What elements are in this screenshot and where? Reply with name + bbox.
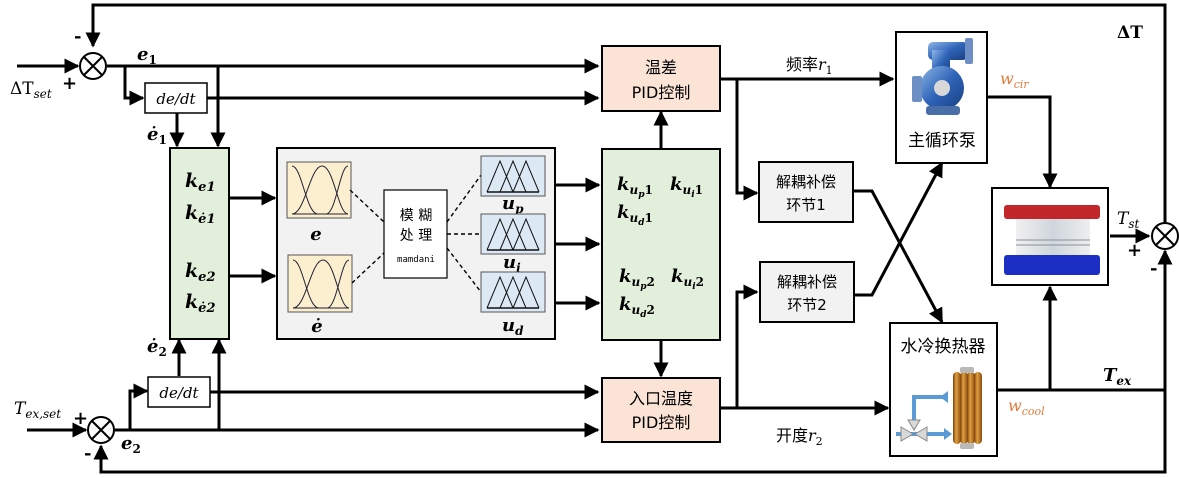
svg-text:de/dt: de/dt xyxy=(156,90,196,108)
svg-text:解耦补偿: 解耦补偿 xyxy=(777,273,837,291)
inlet-temperature-pid-block: 入口温度 PID控制 xyxy=(601,377,721,443)
signal-w-cool-label: wcool xyxy=(1008,396,1045,418)
signal-r2-label: 开度r2 xyxy=(776,426,823,448)
derivative-block-1: de/dt xyxy=(144,82,208,114)
membership-function-ud-icon xyxy=(480,271,546,313)
fuel-cell-stack-block xyxy=(991,187,1109,286)
svg-text:水冷换热器: 水冷换热器 xyxy=(901,337,986,357)
signal-e1dot-label: ė1 xyxy=(147,124,167,147)
svg-text:主循环泵: 主循环泵 xyxy=(908,131,976,151)
gain-kup2: kup2 xyxy=(619,266,655,292)
signal-t-st-label: Tst xyxy=(1117,209,1140,231)
gain-kui1: kui1 xyxy=(670,174,703,200)
input-dT-set-label: ΔTset xyxy=(10,79,52,101)
fuzzy-input-edot-label: ė xyxy=(311,316,322,337)
input-gain-block: ke1 kė1 ke2 kė2 xyxy=(169,147,230,340)
membership-function-e-icon xyxy=(286,161,352,219)
temperature-difference-pid-block: 温差 PID控制 xyxy=(601,45,721,112)
wire-r2-to-decouple2 xyxy=(735,284,759,408)
membership-function-edot-icon xyxy=(287,254,353,313)
svg-text:de/dt: de/dt xyxy=(159,384,199,402)
output-gain-block: kup1 kui1 kud1 kup2 kui2 kud2 xyxy=(601,148,721,341)
main-circulation-pump-block: 主循环泵 xyxy=(895,31,988,164)
gain-ke1: ke1 xyxy=(185,170,216,195)
fuzzy-output-ud-label: ud xyxy=(502,315,524,338)
derivative-block-2: de/dt xyxy=(147,376,211,408)
signal-t-ex-label: Tex xyxy=(1103,365,1132,388)
summing-junction-top xyxy=(79,52,107,80)
summing-junction-right xyxy=(1151,222,1179,250)
decoupling-compensator-2: 解耦补偿 环节2 xyxy=(759,261,855,323)
decoupling-compensator-1: 解耦补偿 环节1 xyxy=(758,161,854,223)
fuzzy-output-ui-label: ui xyxy=(503,252,521,275)
wire-decouple2-to-pump xyxy=(853,161,944,297)
gain-kud1: kud1 xyxy=(617,202,653,228)
fuel-cell-stack-icon xyxy=(1004,205,1100,275)
top-sum-plus-sign: + xyxy=(62,73,77,94)
membership-function-up-icon xyxy=(480,155,546,197)
heat-exchanger-icon xyxy=(896,367,982,449)
svg-text:PID控制: PID控制 xyxy=(632,413,691,432)
right-sum-minus-sign: - xyxy=(1150,258,1157,279)
svg-text:温差: 温差 xyxy=(645,58,677,77)
water-cooled-heat-exchanger-block: 水冷换热器 xyxy=(889,322,998,457)
wires xyxy=(17,3,1173,474)
gain-ke1dot: kė1 xyxy=(185,202,216,227)
summing-junction-bottom xyxy=(87,416,115,444)
fuzzy-inference-panel: e ė 模 糊 处 理 mamdani up xyxy=(276,147,556,340)
svg-text:环节1: 环节1 xyxy=(786,196,826,214)
fuzzy-output-up-label: up xyxy=(502,193,524,216)
gain-ke2dot: kė2 xyxy=(185,291,216,316)
right-sum-plus-sign: + xyxy=(1127,240,1142,261)
svg-text:入口温度: 入口温度 xyxy=(629,389,693,408)
signal-w-cir-label: wcir xyxy=(1000,69,1029,91)
signal-e2dot-label: ė2 xyxy=(147,336,167,359)
gain-kup1: kup1 xyxy=(617,174,653,200)
fuzzy-input-e-label: e xyxy=(310,224,321,245)
svg-text:mamdani: mamdani xyxy=(397,255,435,265)
pump-icon xyxy=(912,38,973,115)
gain-kud2: kud2 xyxy=(619,294,655,320)
membership-function-ui-icon xyxy=(480,213,546,255)
input-tex-set-label: Tex,set xyxy=(14,399,61,421)
feedback-dT-label: ΔT xyxy=(1117,23,1143,43)
fuzzy-engine-block: 模 糊 处 理 mamdani xyxy=(383,189,448,279)
bottom-sum-plus-sign: + xyxy=(73,408,88,429)
gain-kui2: kui2 xyxy=(671,266,704,292)
svg-text:环节2: 环节2 xyxy=(787,296,827,314)
signal-r1-label: 频率r1 xyxy=(786,55,833,77)
svg-text:模 糊: 模 糊 xyxy=(400,208,432,224)
wire-decouple1-to-hx xyxy=(853,189,944,324)
wire-dT-feedback xyxy=(85,3,1167,225)
bottom-sum-minus-sign: - xyxy=(84,443,91,464)
top-sum-minus-sign: - xyxy=(74,26,81,47)
wire-e2-to-deriv xyxy=(128,383,149,430)
wire-t-ex-feedback xyxy=(93,390,1167,474)
signal-e1-label: e1 xyxy=(137,44,157,67)
svg-text:解耦补偿: 解耦补偿 xyxy=(776,173,836,191)
svg-text:处 理: 处 理 xyxy=(400,228,432,244)
svg-text:PID控制: PID控制 xyxy=(632,83,691,102)
gain-ke2: ke2 xyxy=(185,260,216,285)
wire-e1-to-deriv xyxy=(123,66,145,106)
signal-e2-label: e2 xyxy=(121,433,141,456)
wire-r1-to-decouple1 xyxy=(735,79,759,201)
wire-w-cir xyxy=(987,95,1058,189)
